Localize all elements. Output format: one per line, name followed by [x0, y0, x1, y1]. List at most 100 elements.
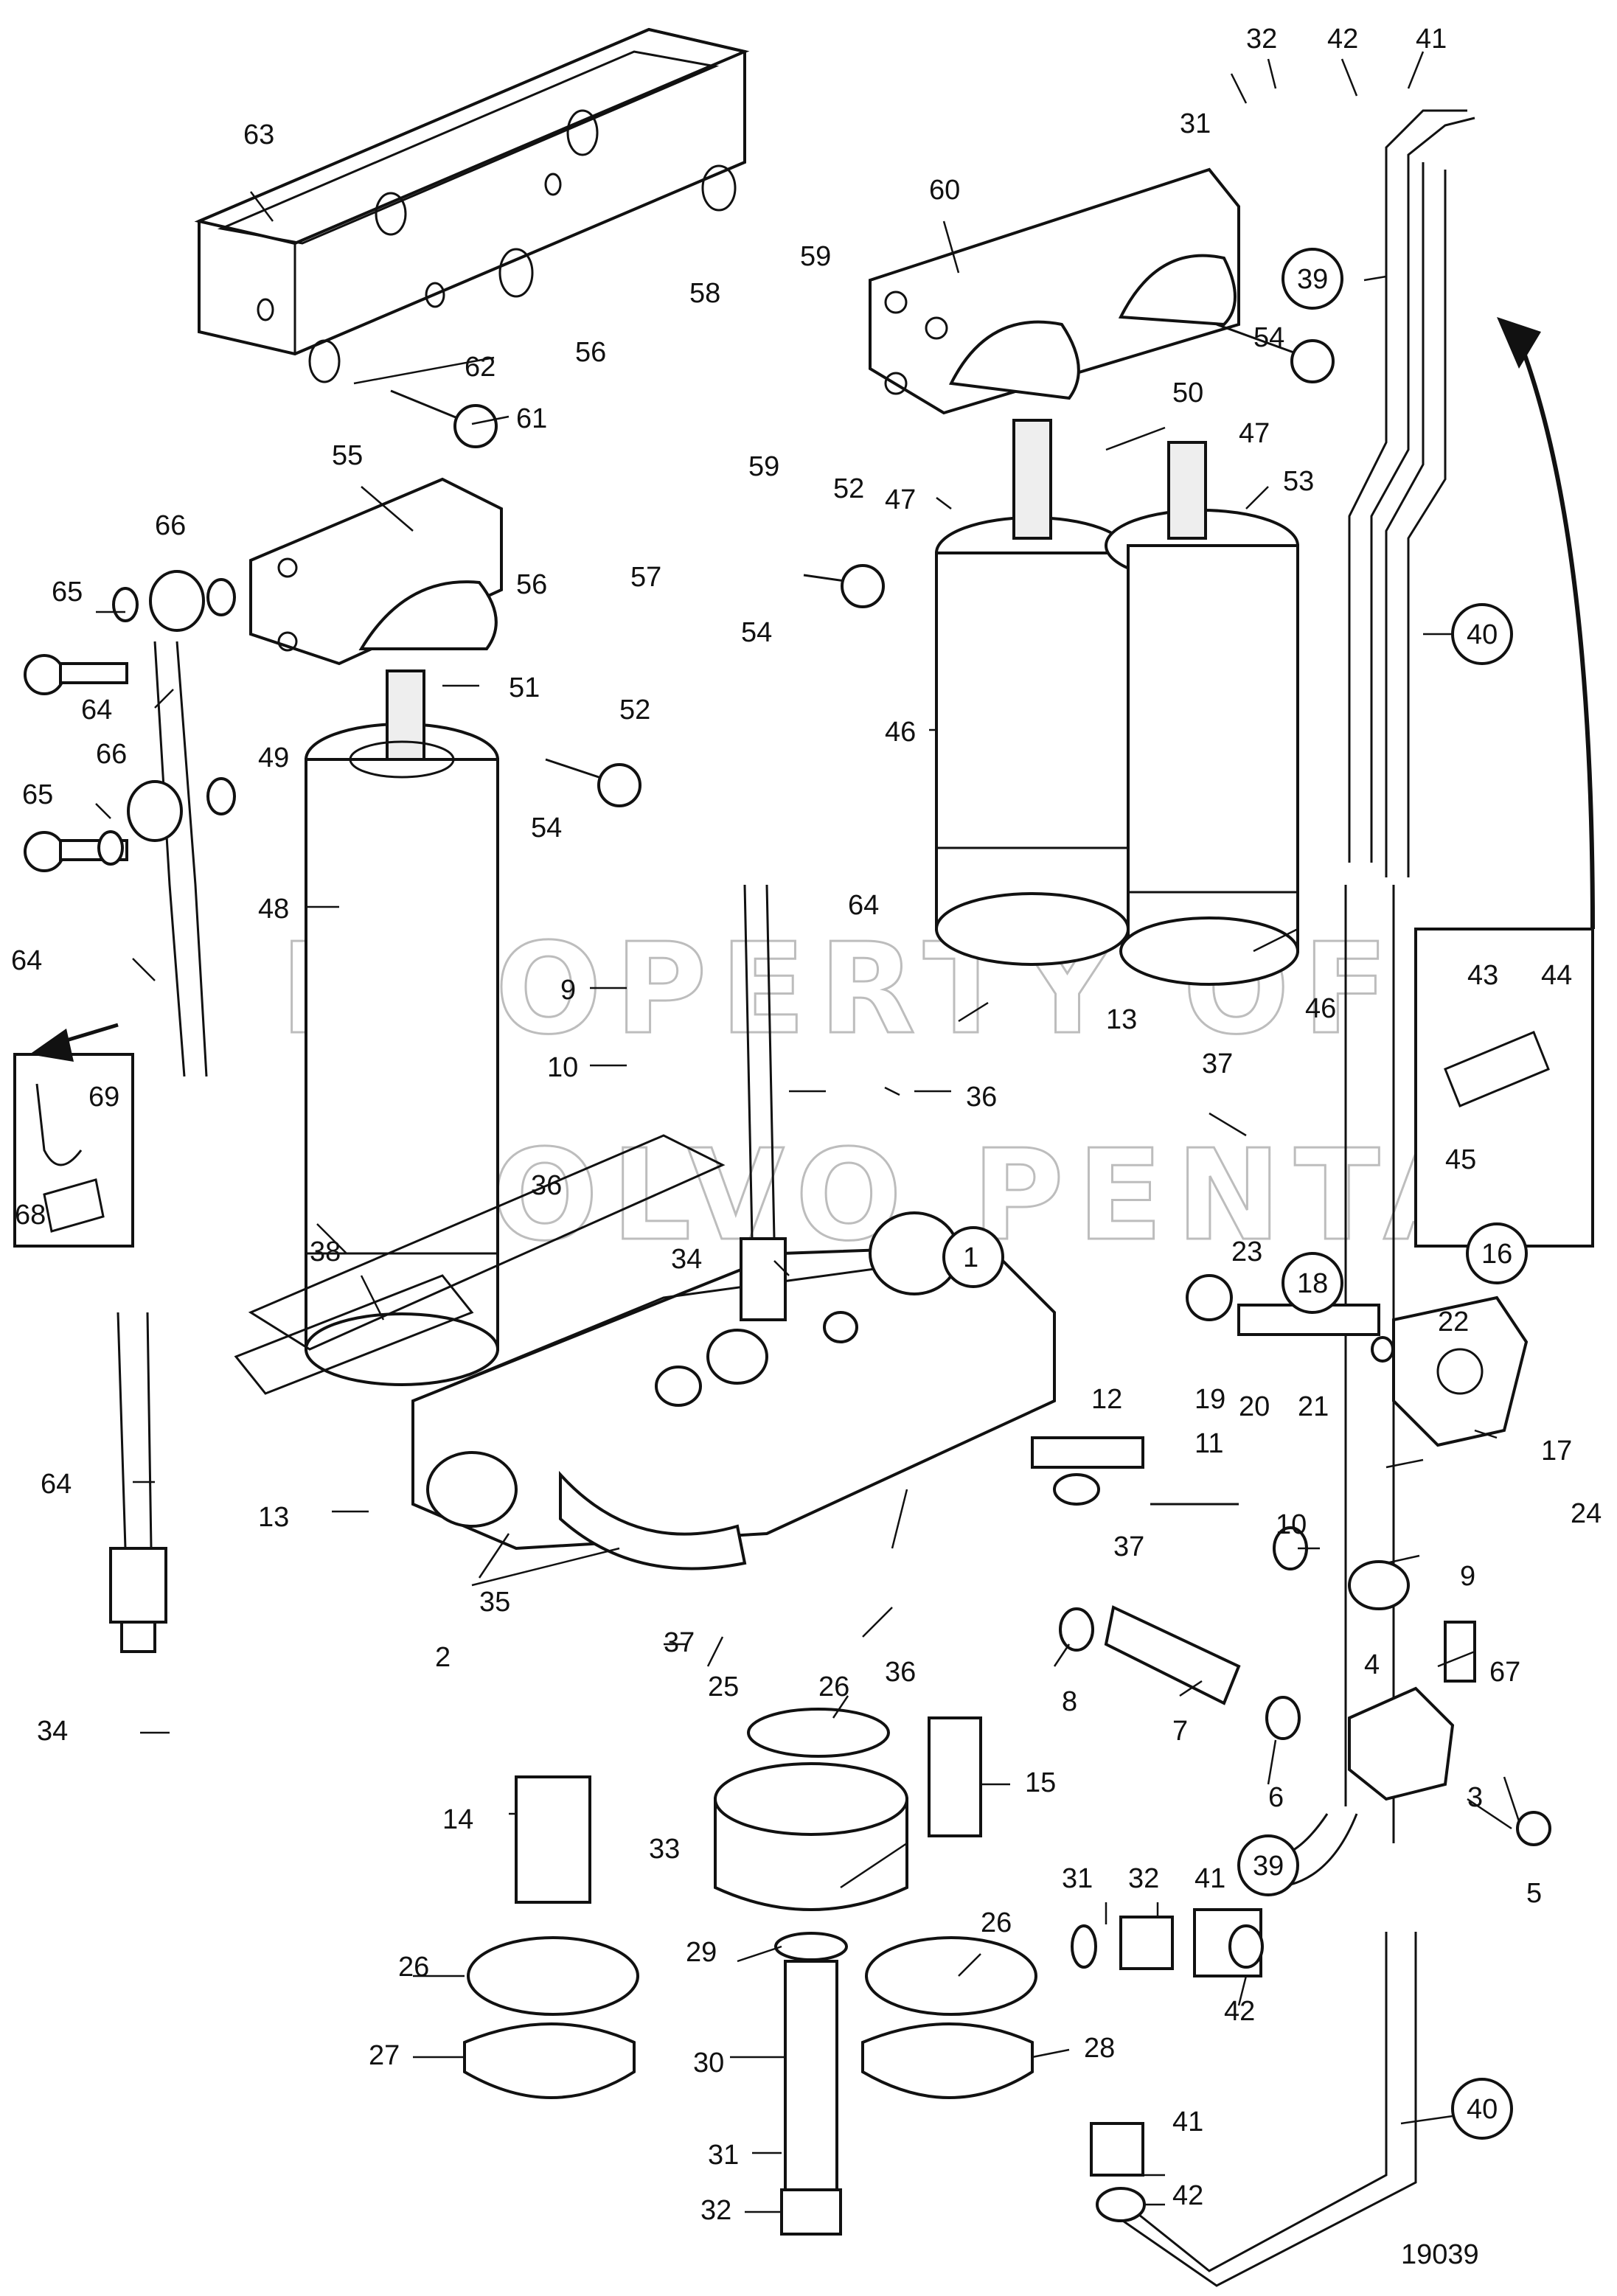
callout-label-15: 15: [1025, 1767, 1056, 1798]
callout-label-64-lower: 64: [41, 1469, 72, 1500]
part-16-22-valve-assembly: [1186, 1274, 1529, 1447]
callout-label-56-top: 56: [575, 337, 606, 368]
callout-label-42-mid: 42: [1224, 1996, 1255, 2027]
callout-label-13-top: 13: [1106, 1004, 1137, 1035]
callout-label-34-top: 34: [671, 1244, 702, 1275]
callout-label-58: 58: [689, 278, 720, 309]
part-64-hose: [109, 641, 787, 1653]
callout-circle-39-bottom: [1237, 1834, 1299, 1896]
callout-label-23: 23: [1231, 1236, 1262, 1267]
part-63-bracket-beam: [194, 27, 750, 383]
callout-label-14: 14: [442, 1804, 473, 1835]
callout-label-18: 18: [1297, 1268, 1328, 1299]
part-46-oil-filter-front: [935, 419, 1130, 966]
callout-label-10-bottom: 10: [1276, 1509, 1307, 1540]
callout-label-25: 25: [708, 1671, 739, 1702]
callout-label-13-bottom: 13: [258, 1502, 289, 1533]
callout-label-27: 27: [369, 2040, 400, 2071]
callout-label-68: 68: [15, 1200, 46, 1231]
callout-label-69: 69: [88, 1082, 119, 1113]
part-60-filter-head: [869, 167, 1240, 415]
callout-label-39-bottom: 39: [1253, 1851, 1284, 1882]
callout-label-49: 49: [258, 742, 289, 773]
callout-label-32-bottom: 32: [700, 2195, 731, 2226]
drawing-number: 19039: [1401, 2239, 1479, 2270]
callout-label-12: 12: [1091, 1384, 1122, 1415]
callout-label-37-mid: 37: [1113, 1531, 1144, 1562]
callout-label-7: 7: [1172, 1716, 1188, 1747]
callout-label-10-top: 10: [547, 1052, 578, 1083]
callout-circle-39-top: [1282, 248, 1343, 310]
callout-circle-1: [942, 1226, 1004, 1288]
callout-label-29: 29: [686, 1937, 717, 1968]
callout-label-40-bottom: 40: [1467, 2094, 1498, 2125]
part-7-11-12-bypass-parts: [1031, 1436, 1410, 1740]
callout-label-37-bottom: 37: [664, 1627, 695, 1658]
arrows: [29, 317, 1595, 1062]
callout-label-16: 16: [1481, 1239, 1512, 1270]
callout-label-45: 45: [1445, 1144, 1476, 1175]
callout-label-41-top: 41: [1416, 24, 1447, 55]
callout-circle-16: [1466, 1222, 1528, 1284]
callout-label-24: 24: [1571, 1498, 1602, 1529]
callout-label-39-top: 39: [1297, 264, 1328, 295]
callout-label-26-right: 26: [981, 1907, 1012, 1938]
callout-circle-40-bottom: [1451, 2078, 1513, 2140]
callout-label-53: 53: [1283, 466, 1314, 497]
callout-label-47-right: 47: [1239, 418, 1270, 449]
callout-label-20: 20: [1239, 1391, 1270, 1422]
callout-label-36-right: 36: [966, 1082, 997, 1113]
callout-label-26-left: 26: [398, 1952, 429, 1983]
callout-label-41-mid: 41: [1195, 1863, 1225, 1894]
callout-label-44: 44: [1541, 960, 1572, 991]
callout-label-50: 50: [1172, 378, 1203, 408]
callout-label-34-bottom: 34: [37, 1716, 68, 1747]
callout-label-43: 43: [1467, 960, 1498, 991]
callout-label-64-upper: 64: [81, 695, 112, 726]
callout-label-57: 57: [630, 562, 661, 593]
callout-label-54-left: 54: [531, 813, 562, 843]
callout-label-51: 51: [509, 672, 540, 703]
callout-label-26-top: 26: [818, 1671, 849, 1702]
callout-label-60: 60: [929, 175, 960, 206]
callout-label-42-top: 42: [1327, 24, 1358, 55]
part-48-oil-filter-left: [305, 669, 499, 1386]
part-65-66-banjo-fittings: [24, 570, 236, 872]
callout-label-33: 33: [649, 1834, 680, 1865]
callout-label-47-left: 47: [885, 484, 916, 515]
callout-label-36-left: 36: [531, 1170, 562, 1201]
callout-label-54-mid: 54: [741, 617, 772, 648]
callout-label-31-bottom: 31: [708, 2140, 739, 2171]
callout-label-9-top: 9: [560, 975, 576, 1006]
callout-label-46-left: 46: [885, 717, 916, 748]
callout-label-62: 62: [465, 352, 495, 383]
callout-label-52-mid: 52: [619, 695, 650, 726]
callout-label-32-top: 32: [1246, 24, 1277, 55]
callout-label-41-bottom: 41: [1172, 2107, 1203, 2137]
inset-box-clip: [1414, 928, 1594, 1248]
callout-label-21: 21: [1298, 1391, 1329, 1422]
circled-callouts: [942, 248, 1528, 2140]
part-bolts: [390, 323, 1335, 807]
callout-label-36-bottom: 36: [885, 1657, 916, 1688]
callout-labels: 1 2 3 4 5 6 7 8 9 9 10 10 11 12 13 13 14…: [11, 24, 1602, 2226]
inset-box-fasteners: [13, 1053, 134, 1248]
callout-label-22: 22: [1438, 1307, 1469, 1337]
callout-label-64-left: 64: [11, 945, 42, 976]
callout-label-66-bottom: 66: [96, 739, 127, 770]
callout-label-55: 55: [332, 440, 363, 471]
callout-label-54-top: 54: [1253, 322, 1284, 353]
callout-label-63: 63: [243, 119, 274, 150]
callout-label-66-top: 66: [155, 510, 186, 541]
callout-label-38: 38: [310, 1236, 341, 1267]
callout-label-2: 2: [435, 1642, 451, 1673]
leader-lines: [95, 51, 1520, 2213]
part-55-filter-head: [249, 477, 503, 666]
callout-label-32-right: 32: [1128, 1863, 1159, 1894]
callout-label-59-bottom: 59: [748, 451, 779, 482]
callout-label-28: 28: [1084, 2033, 1115, 2064]
part-lower-components: [463, 1708, 1037, 2236]
callout-label-42-bottom: 42: [1172, 2180, 1203, 2211]
callout-label-8: 8: [1062, 1686, 1077, 1717]
